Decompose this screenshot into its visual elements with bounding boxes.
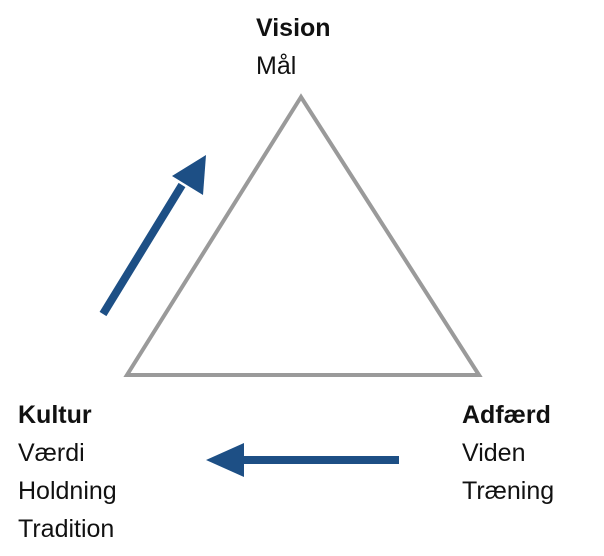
kultur-item: Tradition bbox=[18, 515, 115, 543]
kultur-item: Holdning bbox=[18, 477, 117, 505]
adfaerd-item: Træning bbox=[462, 477, 555, 505]
kultur-node: Kultur Værdi Holdning Tradition bbox=[18, 403, 117, 555]
vision-item: Mål bbox=[256, 52, 297, 80]
arrow-adfaerd-to-kultur bbox=[206, 443, 399, 477]
adfaerd-title: Adfærd bbox=[462, 401, 551, 429]
vision-node: Vision Mål bbox=[256, 16, 331, 92]
arrow-kultur-to-vision bbox=[99, 155, 206, 317]
adfaerd-item: Viden bbox=[462, 439, 526, 467]
kultur-item: Værdi bbox=[18, 439, 85, 467]
adfaerd-node: Adfærd Viden Træning bbox=[462, 403, 554, 517]
triangle-shape bbox=[123, 93, 483, 377]
kultur-title: Kultur bbox=[18, 401, 92, 429]
vision-title: Vision bbox=[256, 14, 331, 42]
